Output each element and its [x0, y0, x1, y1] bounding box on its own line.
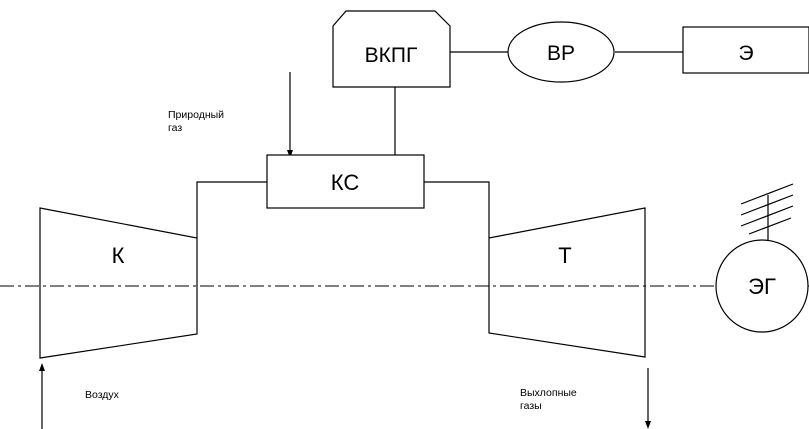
vkpg-block — [332, 10, 451, 88]
exhaust-label-1: Выхлопные — [520, 387, 577, 399]
duct-compressor-ks — [196, 181, 267, 238]
vkpg-label: ВКПГ — [365, 44, 418, 67]
eg-ground-hatch-2 — [740, 194, 794, 216]
eg-ground-hatch-3 — [740, 205, 794, 227]
eg-label: ЭГ — [748, 274, 776, 299]
natural-gas-label-1: Природный — [168, 109, 224, 121]
air-label: Воздух — [85, 389, 120, 401]
compressor-label: К — [112, 243, 125, 268]
duct-ks-turbine — [424, 181, 490, 238]
e-label: Э — [738, 42, 753, 65]
ks-label: КС — [331, 170, 360, 195]
e-block — [682, 26, 809, 74]
compressor-k — [39, 207, 198, 359]
exhaust-label-2: газы — [520, 400, 542, 412]
turbine-t — [488, 207, 646, 358]
turbine-label: Т — [558, 243, 571, 268]
vr-label: ВР — [547, 42, 575, 65]
vr-block — [507, 21, 615, 83]
ks-block — [266, 154, 425, 209]
eg-ground-hatch-1 — [740, 183, 794, 205]
natural-gas-label-2: газ — [168, 122, 182, 134]
eg-ground-hatch-4 — [748, 217, 792, 235]
eg-block — [715, 239, 809, 333]
